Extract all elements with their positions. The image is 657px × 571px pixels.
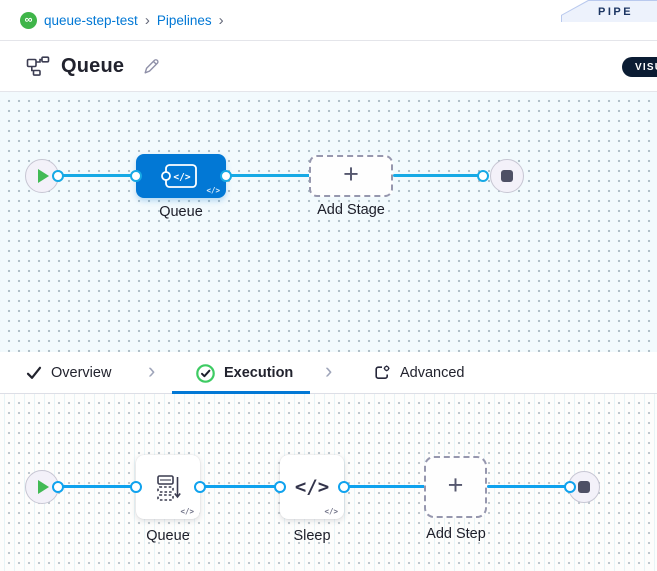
ribbon-label: PIPE [598, 5, 634, 18]
connector-port [477, 170, 489, 182]
project-icon: ∞ [20, 11, 37, 29]
connector-wire [226, 174, 311, 177]
stage-config-tabs: Overview › Execution › Advanced [0, 352, 657, 394]
connector-wire [58, 485, 138, 488]
stage-canvas[interactable]: </> </> Queue + Add Stage [0, 92, 657, 352]
tab-execution-label: Execution [224, 365, 294, 381]
tab-advanced[interactable]: Advanced [373, 352, 465, 394]
execution-canvas[interactable]: </> Queue </> </> Sleep + Add Step [0, 394, 657, 571]
chevron-right-icon: › [325, 358, 333, 383]
connector-port [130, 481, 142, 493]
connector-port [52, 170, 64, 182]
visual-yaml-toggle[interactable]: VISU [622, 57, 657, 77]
play-icon [37, 480, 49, 494]
active-tab-indicator [172, 391, 310, 394]
connector-port [130, 170, 142, 182]
connector-port [220, 170, 232, 182]
connector-port [338, 481, 350, 493]
tab-overview[interactable]: Overview [26, 352, 111, 394]
stage-label: Queue [159, 204, 203, 220]
yaml-snippet-badge: </> [324, 507, 338, 516]
add-stage-label: Add Stage [317, 202, 385, 218]
tab-execution[interactable]: Execution [196, 352, 293, 394]
stage-node-queue[interactable]: </> </> [136, 154, 226, 198]
chevron-right-icon: › [148, 358, 156, 383]
execution-end-node[interactable] [568, 471, 600, 503]
queue-step-icon [157, 475, 181, 501]
tab-advanced-label: Advanced [400, 365, 465, 381]
connector-wire [58, 174, 138, 177]
step-label: Queue [146, 528, 190, 544]
add-step-label: Add Step [426, 526, 486, 542]
chevron-right-icon: › [144, 11, 150, 29]
pipeline-end-node[interactable] [490, 159, 524, 193]
mode-pill-label: VISU [635, 61, 657, 73]
custom-stage-icon: </> [161, 164, 197, 188]
play-icon [37, 169, 49, 183]
connector-wire [344, 485, 426, 488]
code-icon: </> [294, 476, 330, 498]
connector-port [274, 481, 286, 493]
breadcrumb: ∞ queue-step-test › Pipelines › PIPE [0, 0, 657, 41]
plus-icon: + [343, 159, 359, 189]
step-node-sleep[interactable]: </> </> [280, 455, 344, 519]
breadcrumb-pipelines-link[interactable]: Pipelines [156, 12, 212, 28]
breadcrumb-project-link[interactable]: queue-step-test [44, 12, 138, 28]
stop-icon [501, 170, 513, 182]
yaml-snippet-badge: </> [206, 186, 220, 195]
connector-port [564, 481, 576, 493]
add-stage-button[interactable]: + [309, 155, 393, 197]
page-header: Queue VISU [0, 41, 657, 92]
tab-overview-label: Overview [51, 365, 112, 381]
connector-port [52, 481, 64, 493]
connector-wire [393, 174, 485, 177]
connector-port [194, 481, 206, 493]
svg-text:</>: </> [173, 172, 190, 183]
add-step-button[interactable]: + [424, 456, 487, 518]
advanced-settings-icon [375, 365, 390, 379]
stop-icon [578, 481, 590, 493]
check-icon [26, 366, 42, 379]
pipeline-icon [26, 56, 50, 76]
step-node-queue[interactable]: </> [136, 455, 200, 519]
connector-wire [200, 485, 282, 488]
connector-wire [487, 485, 573, 488]
edit-pencil-icon[interactable] [142, 57, 161, 76]
chevron-right-icon: › [218, 11, 224, 29]
pipeline-studio-ribbon: PIPE [561, 0, 657, 22]
plus-icon: + [447, 470, 464, 500]
check-circle-icon [196, 363, 215, 383]
yaml-snippet-badge: </> [180, 507, 194, 516]
step-label: Sleep [293, 528, 331, 544]
page-title: Queue [61, 54, 125, 77]
